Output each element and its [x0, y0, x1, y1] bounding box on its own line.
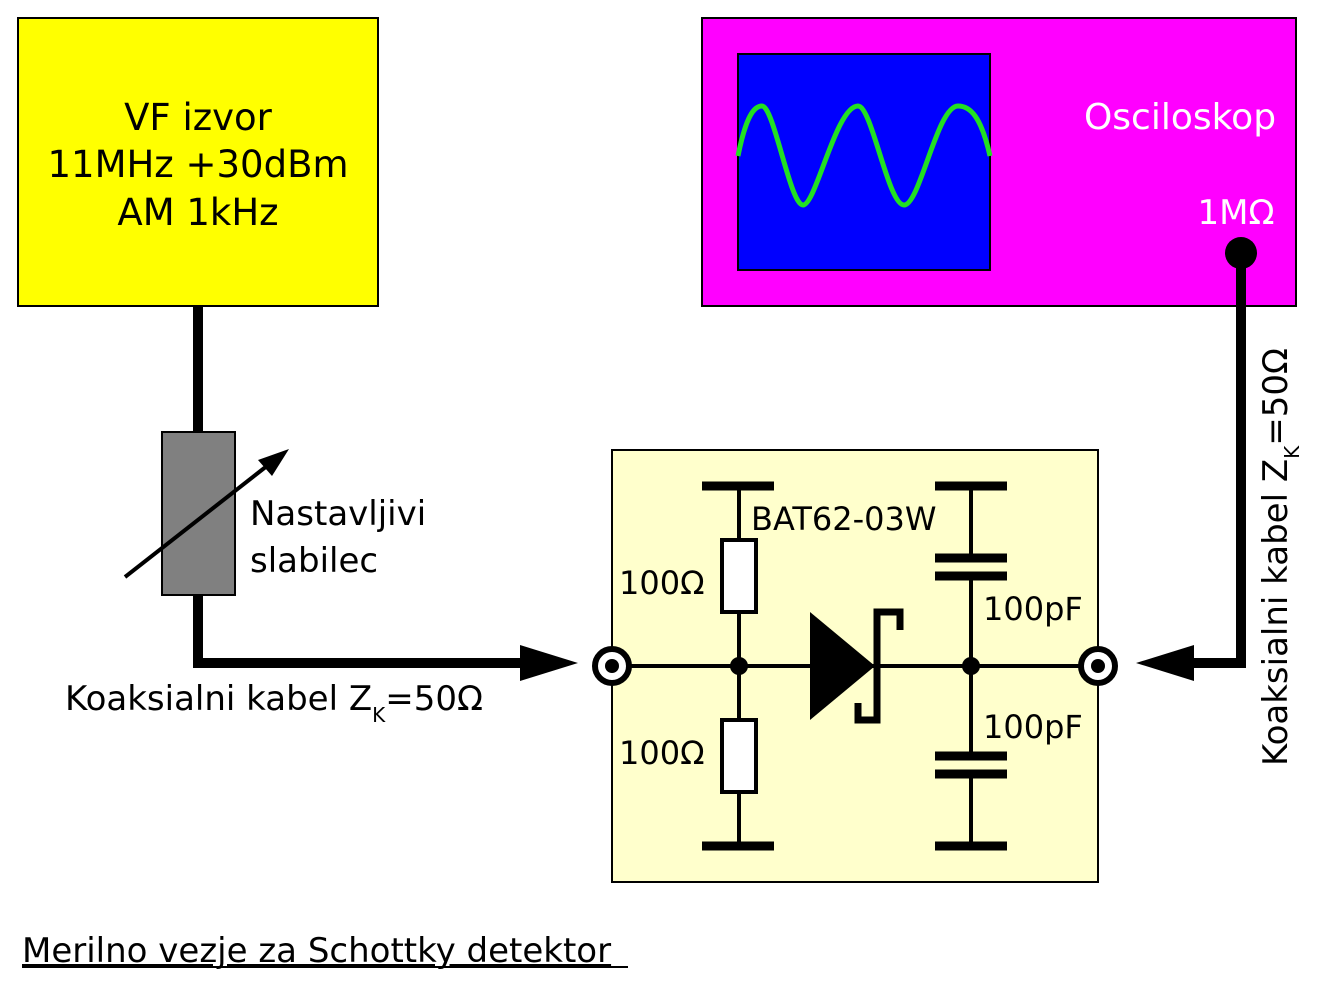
junction-dot-left	[730, 657, 748, 675]
source-modulation: AM 1kHz	[117, 191, 278, 234]
input-connector	[592, 646, 632, 686]
oscilloscope: Osciloskop 1MΩ	[701, 17, 1297, 307]
left-arrow-head	[520, 645, 578, 681]
source-frequency-power: 11MHz +30dBm	[47, 143, 348, 186]
figure-caption: Merilno vezje za Schottky detektor	[22, 931, 611, 971]
resistor-bottom-label: 100Ω	[619, 734, 705, 772]
capacitor-top-label: 100pF	[983, 590, 1083, 628]
diode-label: BAT62-03W	[751, 500, 937, 538]
resistor-top	[702, 481, 774, 666]
variable-attenuator: Nastavljivi slabilec	[123, 431, 426, 596]
capacitor-bottom-label: 100pF	[983, 708, 1083, 746]
schottky-diode	[810, 608, 904, 724]
attenuator-label-line1: Nastavljivi	[250, 494, 426, 534]
adjustable-arrow-icon	[258, 449, 289, 476]
sine-wave-trace	[735, 103, 993, 208]
right-arrow-head	[1136, 645, 1194, 681]
output-connector	[1078, 646, 1118, 686]
left-cable-label: Koaksialni kabel ZK=50Ω	[65, 679, 483, 727]
source-title: VF izvor	[124, 96, 273, 139]
capacitor-bottom	[935, 666, 1007, 851]
resistor-bottom	[702, 666, 774, 851]
detector-board: 100Ω 100Ω BAT62-03W 100pF 100pF	[592, 449, 1118, 883]
scope-input-impedance: 1MΩ	[1198, 193, 1275, 233]
attenuator-label-line2: slabilec	[250, 541, 378, 581]
capacitor-top	[935, 481, 1007, 666]
resistor-top-label: 100Ω	[619, 564, 705, 602]
rf-source: VF izvor 11MHz +30dBm AM 1kHz	[17, 17, 379, 307]
scope-screen	[737, 53, 991, 271]
left-coax-cable	[193, 306, 578, 681]
right-coax-cable	[1136, 253, 1246, 681]
right-cable-label: Koaksialni kabel ZK=50Ω	[1256, 348, 1304, 766]
scope-title: Osciloskop	[1084, 97, 1276, 138]
junction-dot-right	[962, 657, 980, 675]
